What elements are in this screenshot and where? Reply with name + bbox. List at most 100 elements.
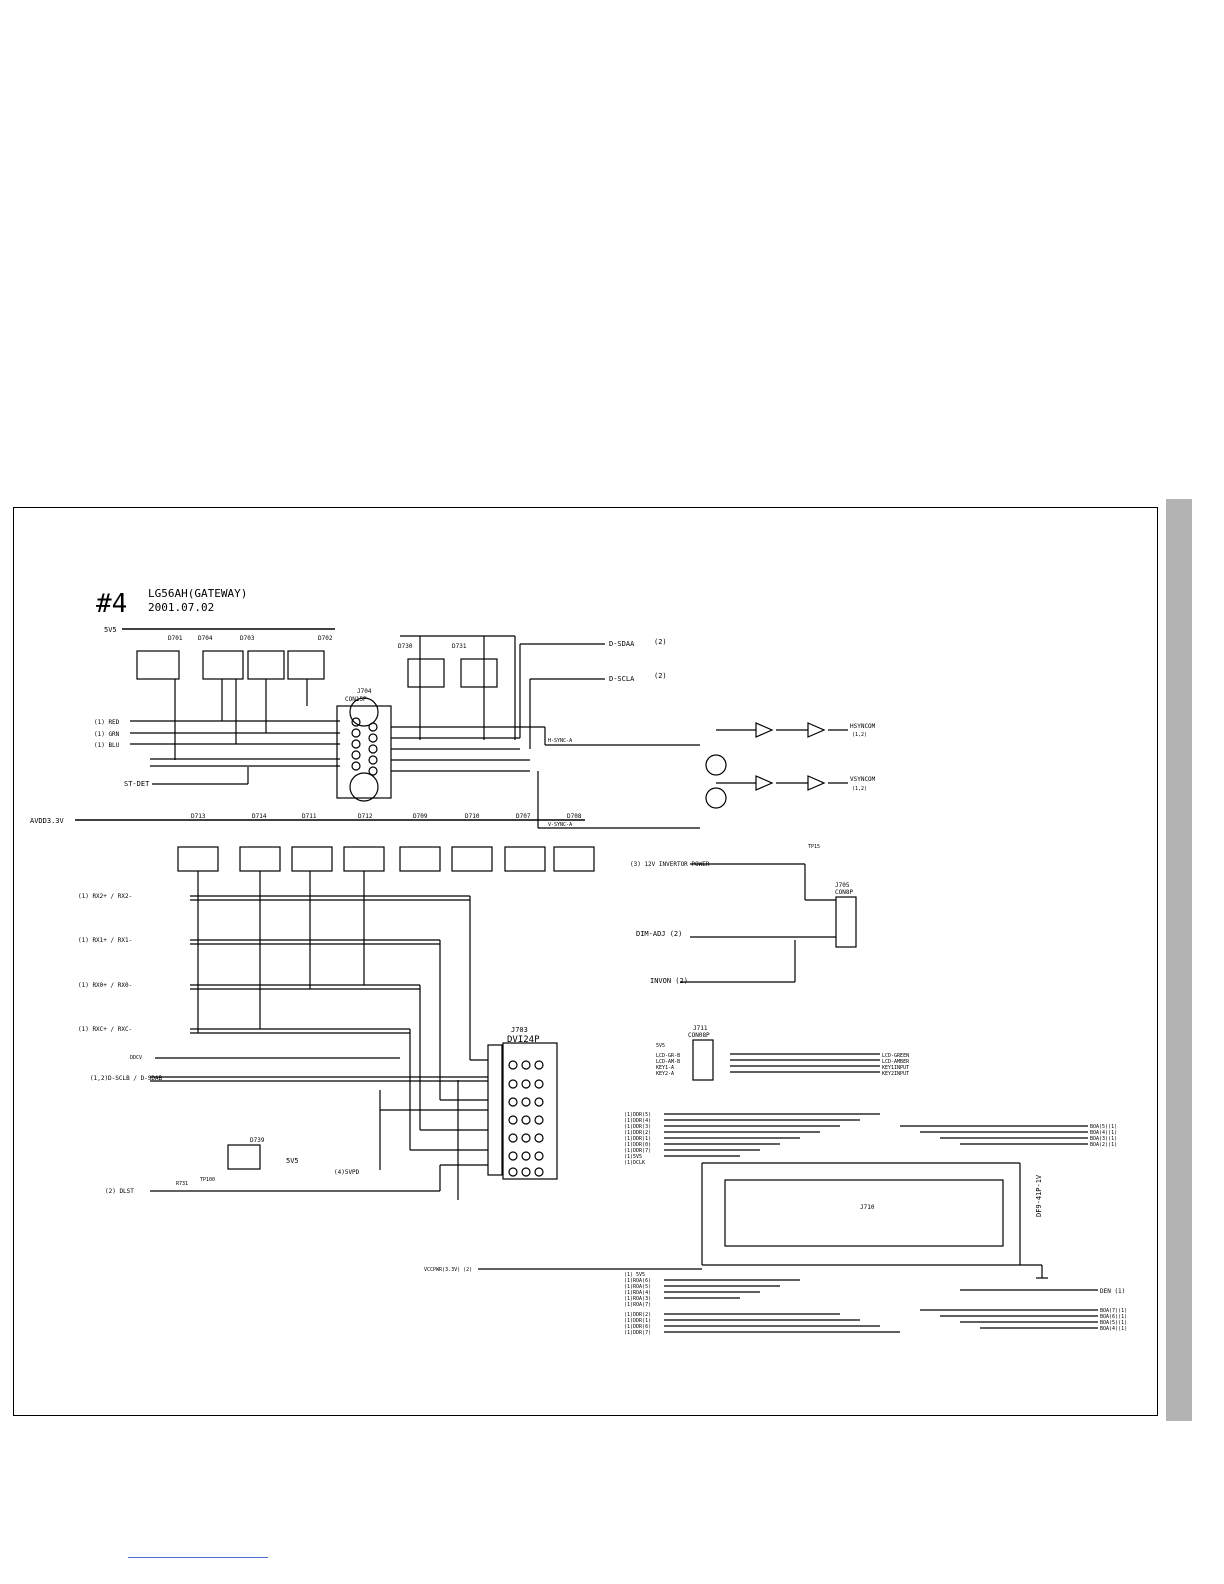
svg-text:D709: D709 <box>413 813 428 820</box>
schematic-frame <box>13 507 1158 1416</box>
svg-text:(1)DDR(1): (1)DDR(1) <box>624 1318 651 1324</box>
svg-text:D707: D707 <box>516 813 531 820</box>
svg-text:CON8P: CON8P <box>835 889 853 896</box>
svg-text:(1)5V5: (1)5V5 <box>624 1154 642 1160</box>
svg-text:(1)DDR(0): (1)DDR(0) <box>624 1142 651 1148</box>
svg-text:J710: J710 <box>860 1204 875 1211</box>
sheet-number: #4 <box>96 589 127 619</box>
ddc-scl-label: D-SCLA <box>609 675 635 683</box>
svg-text:BOA(7)(1): BOA(7)(1) <box>1100 1308 1127 1314</box>
svg-text:(1) 5V5: (1) 5V5 <box>624 1272 645 1278</box>
keypad-connector-j711: J711 CON08P <box>688 1025 714 1081</box>
svg-text:KEY1-A: KEY1-A <box>656 1065 674 1071</box>
svg-text:R731: R731 <box>176 1181 188 1187</box>
panel-bottom-left-signals: (1) 5V5 (1)ROA(6) (1)ROA(5) (1)ROA(4) (1… <box>624 1272 900 1336</box>
svg-text:D710: D710 <box>465 813 480 820</box>
svg-text:5V5: 5V5 <box>656 1043 665 1049</box>
diode-pack-d701: D701 <box>136 635 183 680</box>
hsync-out-label: HSYNCOM <box>850 723 876 730</box>
keypad-key2: KEY2INPUT <box>882 1071 909 1077</box>
svg-text:BOA(4)(1): BOA(4)(1) <box>1090 1130 1117 1136</box>
svg-text:(1,2): (1,2) <box>852 732 867 738</box>
svg-text:D703: D703 <box>240 635 255 642</box>
svg-text:BOA(5)(1): BOA(5)(1) <box>1090 1124 1117 1130</box>
svg-text:BOA(3)(1): BOA(3)(1) <box>1090 1136 1117 1142</box>
footer-link-line <box>128 1557 268 1558</box>
buffer-u716 <box>755 722 774 738</box>
inverter-connector-j705: J705 CON8P <box>835 882 857 948</box>
vsync-out-label: VSYNCOM <box>850 776 876 783</box>
diode-pack-d704: D704 <box>198 635 244 680</box>
svg-text:CON08P: CON08P <box>688 1032 710 1039</box>
sheet-date: 2001.07.02 <box>148 601 214 614</box>
svg-text:(1)DDR(4): (1)DDR(4) <box>624 1118 651 1124</box>
dvi-connector-j703: J703 DVI24P <box>487 1026 558 1180</box>
svg-text:D712: D712 <box>358 813 373 820</box>
svg-text:CON15P: CON15P <box>345 696 367 703</box>
keypad-lcd-amber: LCD-AMBER <box>882 1059 910 1065</box>
svg-text:(1)DDR(6): (1)DDR(6) <box>624 1324 651 1330</box>
rail-avdd-label: AVDD3.3V <box>30 817 65 825</box>
ddc-b-label: (1,2)D-SCLB / D-SDAB <box>90 1075 163 1082</box>
diode-pack-d739: D739 <box>227 1137 265 1170</box>
svg-text:LCD-GR-B: LCD-GR-B <box>656 1053 680 1059</box>
transistor-q701 <box>705 754 727 776</box>
input-blu: (1) BLU <box>94 742 120 749</box>
keypad-lcd-green: LCD-GREEN <box>882 1053 909 1059</box>
svg-text:DF9-41P-1V: DF9-41P-1V <box>1035 1174 1043 1217</box>
svg-text:(1)ROA(3): (1)ROA(3) <box>624 1296 651 1302</box>
svg-text:(1)DDR(5): (1)DDR(5) <box>624 1112 651 1118</box>
svg-text:(1)DDR(2): (1)DDR(2) <box>624 1312 651 1318</box>
rail-5v-label: 5V5 <box>104 626 117 634</box>
buffer-u719 <box>807 775 826 791</box>
den-label: DEN (1) <box>1100 1288 1125 1295</box>
svg-text:D702: D702 <box>318 635 333 642</box>
svg-text:D713: D713 <box>191 813 206 820</box>
svg-text:(1)ROA(7): (1)ROA(7) <box>624 1302 651 1308</box>
svg-text:D714: D714 <box>252 813 267 820</box>
svg-text:J705: J705 <box>835 882 850 889</box>
keypad-key1: KEY1INPUT <box>882 1065 909 1071</box>
svg-text:D711: D711 <box>302 813 317 820</box>
svg-text:(1)ROA(6): (1)ROA(6) <box>624 1278 651 1284</box>
hplg-label: (2) DLST <box>105 1188 134 1195</box>
ddc-sda-label: D-SDAA <box>609 640 635 648</box>
panel-right-signals: BOA(5)(1) BOA(4)(1) BOA(3)(1) BOA(2)(1) <box>900 1124 1117 1148</box>
buffer-u715 <box>755 775 774 791</box>
svg-text:DVI24P: DVI24P <box>507 1035 540 1045</box>
svg-text:D704: D704 <box>198 635 213 642</box>
svg-text:D708: D708 <box>567 813 582 820</box>
svg-text:(1)ROA(4): (1)ROA(4) <box>624 1290 651 1296</box>
svg-text:BOA(2)(1): BOA(2)(1) <box>1090 1142 1117 1148</box>
svg-text:J711: J711 <box>693 1025 708 1032</box>
svg-text:5V5: 5V5 <box>286 1157 299 1165</box>
svg-text:D739: D739 <box>250 1137 265 1144</box>
svg-text:(2): (2) <box>654 638 667 646</box>
transistor-q702 <box>705 787 727 809</box>
svg-text:BOA(6)(1): BOA(6)(1) <box>1100 1314 1127 1320</box>
svg-text:(1,2): (1,2) <box>852 786 867 792</box>
panel-bottom-right-signals: BOA(7)(1) BOA(6)(1) BOA(5)(1) BOA(4)(1) <box>920 1308 1127 1332</box>
dvi-pair-rx2: (1) RX2+ / RX2- <box>78 893 132 900</box>
svg-text:(1)DCLK: (1)DCLK <box>624 1160 645 1166</box>
svg-text:TP15: TP15 <box>808 844 820 850</box>
svg-text:J704: J704 <box>357 688 372 695</box>
diode-pack-d702: D702 <box>287 635 333 680</box>
ddcv-label: DDCV <box>130 1055 142 1061</box>
svg-text:(1)DDR(1): (1)DDR(1) <box>624 1136 651 1142</box>
dvi-pair-rxc: (1) RXC+ / RXC- <box>78 1026 132 1033</box>
diode-row-dvi: D713 D714 D711 D712 D709 D710 D707 D708 <box>177 813 595 872</box>
svg-text:D730: D730 <box>398 643 413 650</box>
invon-label: INVON (2) <box>650 977 688 985</box>
diode-pack-d730: D730 <box>398 643 445 688</box>
st-det-label: ST-DET <box>124 780 150 788</box>
page-scrollbar[interactable] <box>1166 499 1192 1421</box>
svg-text:(2): (2) <box>654 672 667 680</box>
panel-connector-j710: J710 DF9-41P-1V <box>724 1174 1043 1247</box>
dvi-pair-rx1: (1) RX1+ / RX1- <box>78 937 132 944</box>
hsync-label: H-SYNC-A <box>548 738 572 744</box>
svg-text:(1)DDR(2): (1)DDR(2) <box>624 1130 651 1136</box>
svg-text:(1)DDR(7): (1)DDR(7) <box>624 1330 651 1336</box>
svg-text:LCD-AM-B: LCD-AM-B <box>656 1059 680 1065</box>
